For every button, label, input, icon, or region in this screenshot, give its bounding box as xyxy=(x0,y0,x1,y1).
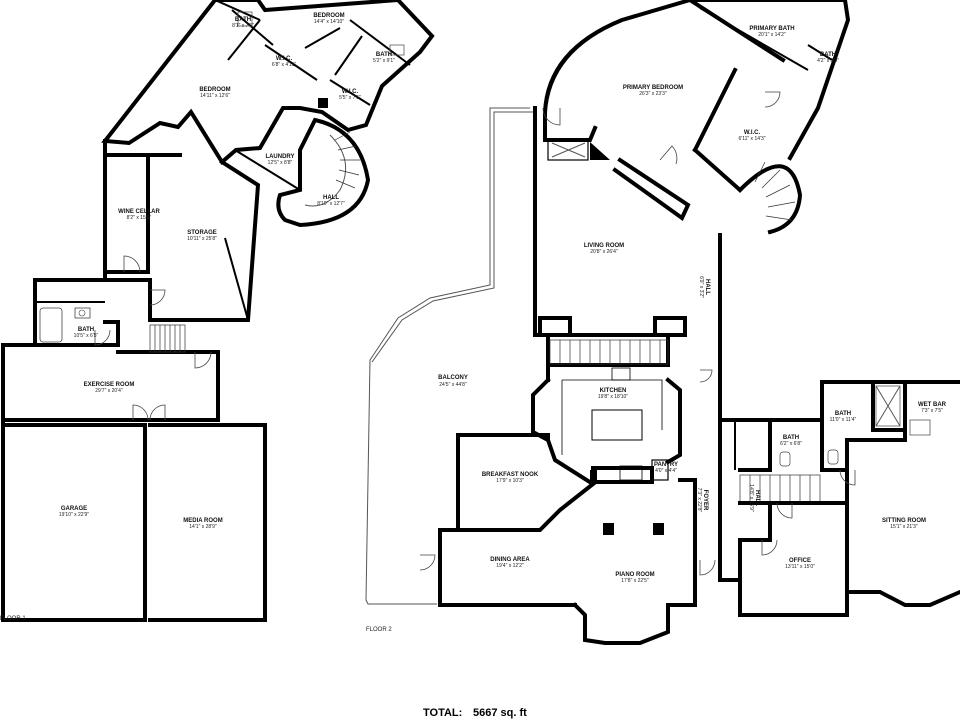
room-dim: 19'8" x 18'10" xyxy=(598,394,628,400)
room-dim: 7'3" x 22'8" xyxy=(696,488,702,513)
fireplace-hearth xyxy=(547,139,589,161)
floor-2-labels: PRIMARY BATH 20'1" x 14'2" BATH 4'2" x 5… xyxy=(366,26,947,633)
room-name: LAUNDRY xyxy=(265,154,294,160)
room-name: W.I.C. xyxy=(744,130,761,136)
room-name: GARAGE xyxy=(61,506,87,512)
column-block xyxy=(318,98,328,108)
room-dim: 6'11" x 14'3" xyxy=(738,136,765,142)
room-dim: 26'3" x 23'3" xyxy=(639,91,667,97)
room-dim: 10'5" x 6'5" xyxy=(74,333,99,339)
kitchen-fixtures xyxy=(561,367,669,482)
room-name: WET BAR xyxy=(918,402,947,408)
room-name: LIVING ROOM xyxy=(584,243,624,249)
stairs-floor-1 xyxy=(149,324,186,353)
room-name: MEDIA ROOM xyxy=(183,518,222,524)
floor-1-label: FLOOR 1 xyxy=(0,616,26,622)
total-area: TOTAL: 5667 sq. ft xyxy=(423,707,527,719)
room-name: BATH xyxy=(376,52,392,58)
room-name: WINE CELLAR xyxy=(118,209,160,215)
room-dim: 17'8" x 22'5" xyxy=(621,578,649,584)
room-name: BATH xyxy=(820,52,836,58)
floor-2-plan: PRIMARY BATH 20'1" x 14'2" BATH 4'2" x 5… xyxy=(365,0,960,645)
room-dim: 13'11" x 15'0" xyxy=(785,564,815,570)
floor-2-right-wing-walls xyxy=(718,380,960,617)
room-dim: 5'5" x 7'5" xyxy=(339,95,361,101)
room-dim: 15'1" x 21'3" xyxy=(890,524,918,530)
room-dim: 4'2" x 5'0" xyxy=(817,58,839,64)
floor-1-curved-hall xyxy=(276,117,371,228)
room-name: W.I.C. xyxy=(276,56,293,62)
floor-2-doors xyxy=(419,91,856,576)
room-name: BATH xyxy=(235,17,251,23)
stairs-floor-2 xyxy=(549,339,821,504)
room-name: FOYER xyxy=(702,490,708,511)
room-dim: 4'0" x 4'4" xyxy=(655,468,677,474)
floor-2-label: FLOOR 2 xyxy=(366,627,392,633)
room-name: EXERCISE ROOM xyxy=(84,382,135,388)
room-dim: 19'10" x 22'9" xyxy=(59,512,89,518)
room-name: PIANO ROOM xyxy=(615,572,654,578)
room-name: PANTRY xyxy=(654,462,678,468)
room-name: BATH xyxy=(783,435,799,441)
room-dim: 19'4" x 12'2" xyxy=(496,563,524,569)
room-dim: 6'8" x 4'11" xyxy=(272,62,296,68)
room-dim: 14'11" x 12'6" xyxy=(200,93,230,99)
room-dim: 10'11" x 25'8" xyxy=(187,236,217,242)
floor-1-fixtures xyxy=(39,11,405,343)
room-dim: 20'8" x 26'4" xyxy=(590,249,618,255)
room-dim: 14'1" x 28'9" xyxy=(189,524,217,530)
floor-1-main-walls xyxy=(1,139,267,622)
room-name: STORAGE xyxy=(187,230,217,236)
room-dim: 14'8" x 15'9" xyxy=(748,484,754,512)
room-name: OFFICE xyxy=(789,558,811,564)
room-dim: 12'5" x 8'8" xyxy=(268,160,293,166)
room-name: BALCONY xyxy=(438,375,468,381)
piano-room-columns xyxy=(603,523,664,535)
room-name: PRIMARY BEDROOM xyxy=(623,85,683,91)
room-dim: 7'3" x 7'5" xyxy=(921,408,943,414)
room-dim: 11'0" x 11'4" xyxy=(830,417,857,423)
room-dim: 8'2" x 15'9" xyxy=(127,215,152,221)
room-name: HALL xyxy=(754,490,760,506)
room-name: BATH xyxy=(78,327,94,333)
spiral-stairs-2 xyxy=(737,161,803,235)
balcony-outline xyxy=(365,107,534,605)
primary-suite-walls xyxy=(542,0,851,222)
room-name: DINING AREA xyxy=(490,557,530,563)
room-name: PRIMARY BATH xyxy=(749,26,794,32)
room-name: HALL xyxy=(323,195,339,201)
room-name: KITCHEN xyxy=(600,388,627,394)
room-dim: 6'9" x 3'2" xyxy=(698,276,704,298)
room-name: HALL xyxy=(704,279,710,295)
room-name: BEDROOM xyxy=(313,13,344,19)
floor-1-plan: BATH 8'1" x 7'5" BEDROOM 14'4" x 14'10" … xyxy=(0,0,435,622)
room-dim: 8'10" x 12'7" xyxy=(317,201,345,207)
total-label: TOTAL: xyxy=(423,707,462,719)
spiral-stairs-1 xyxy=(334,131,360,189)
floor-1-doors xyxy=(94,255,212,421)
room-dim: 29'7" x 20'4" xyxy=(95,388,123,394)
room-dim: 5'2" x 9'1" xyxy=(373,58,395,64)
room-dim: 20'1" x 14'2" xyxy=(758,32,786,38)
room-dim: 8'1" x 7'5" xyxy=(232,23,254,29)
floor-1-labels: BATH 8'1" x 7'5" BEDROOM 14'4" x 14'10" … xyxy=(0,13,395,622)
fireplace-wedge xyxy=(590,142,610,160)
room-name: BATH xyxy=(835,411,851,417)
room-dim: 6'2" x 6'8" xyxy=(780,441,802,447)
room-name: W.I.C. xyxy=(342,89,359,95)
room-dim: 24'5" x 44'8" xyxy=(439,382,467,388)
total-value: 5667 sq. ft xyxy=(473,707,527,719)
floor-1-upper-wing-walls xyxy=(101,0,435,191)
room-dim: 14'4" x 14'10" xyxy=(314,19,344,25)
floor-2-main-walls xyxy=(438,106,722,645)
room-name: BEDROOM xyxy=(199,87,230,93)
room-name: BREAKFAST NOOK xyxy=(482,472,539,478)
room-dim: 17'9" x 10'3" xyxy=(496,478,524,484)
room-name: SITTING ROOM xyxy=(882,518,926,524)
